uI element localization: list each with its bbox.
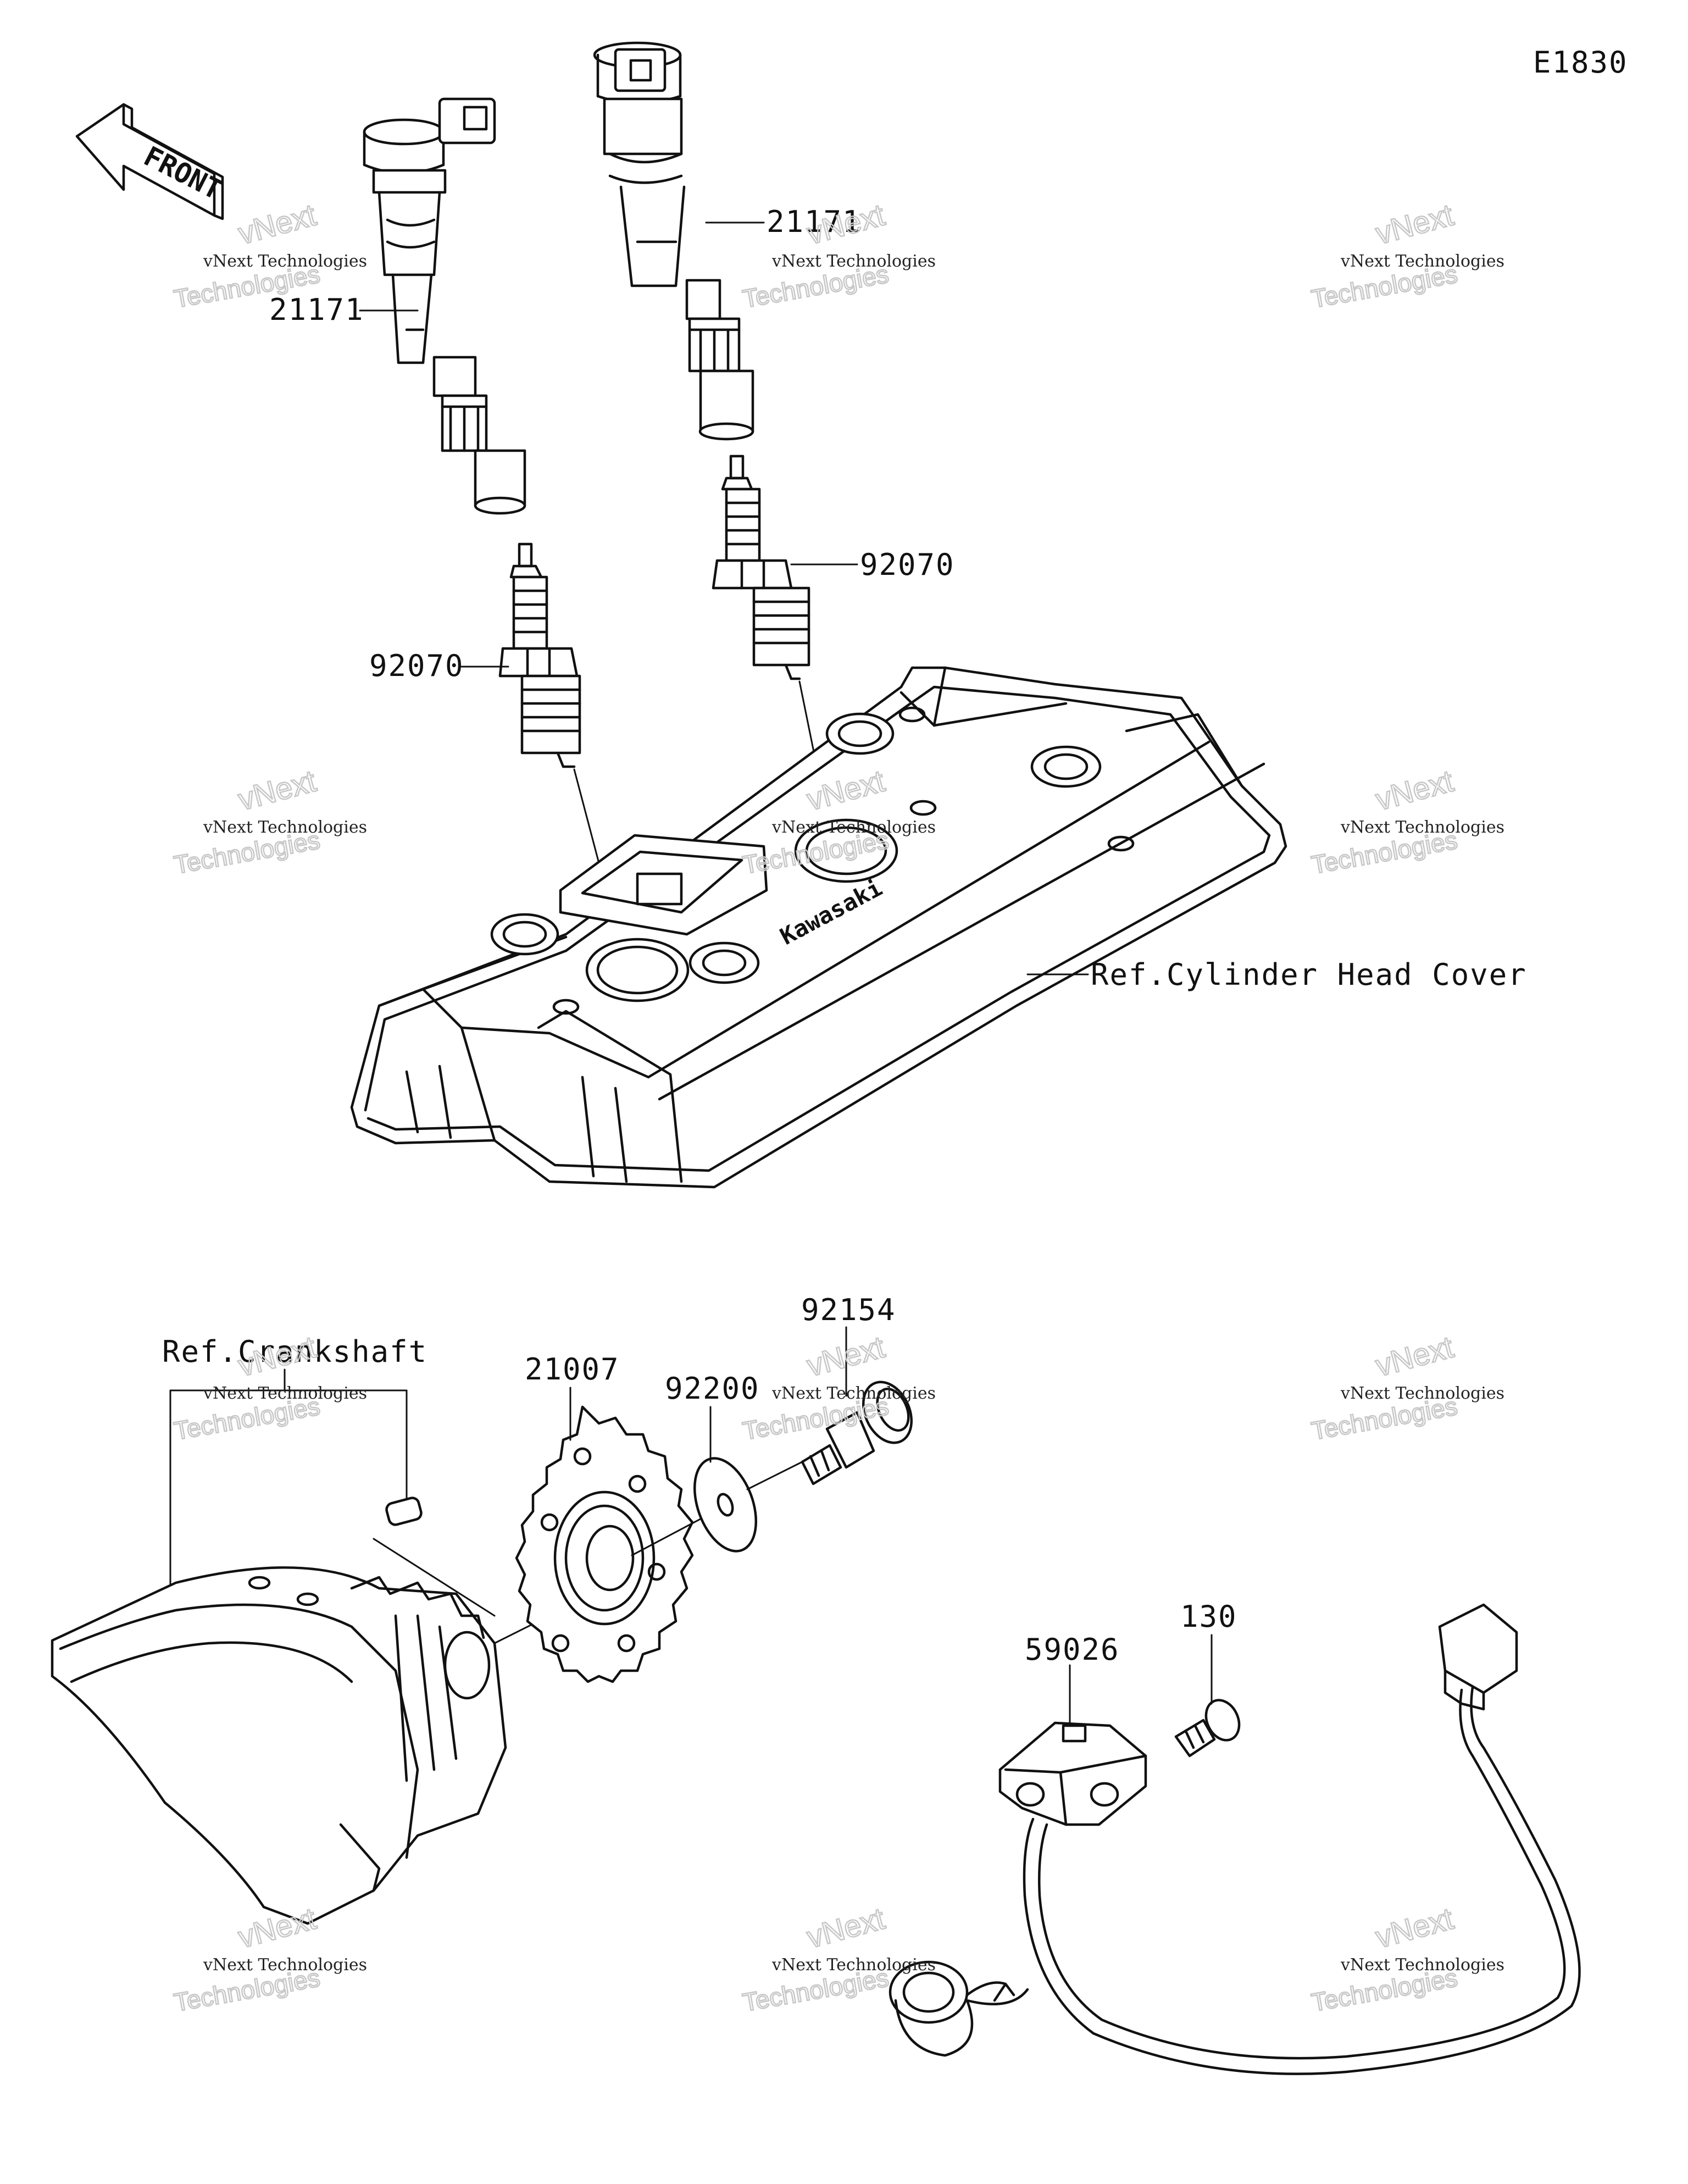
svg-text:vNext Technologies: vNext Technologies — [771, 1384, 936, 1403]
svg-text:vNext Technologies: vNext Technologies — [771, 818, 936, 837]
cylinder-head-cover: Kawasaki — [350, 666, 1287, 1189]
svg-text:vNext: vNext — [1372, 1329, 1457, 1383]
watermark-10: vNext vNext Technologies Technologies — [171, 1900, 367, 2017]
front-arrow-icon: FRONT — [75, 103, 227, 220]
svg-text:vNext Technologies: vNext Technologies — [203, 1955, 367, 1975]
svg-text:vNext Technologies: vNext Technologies — [1340, 1955, 1504, 1975]
crankshaft-sensor — [998, 1721, 1147, 1826]
svg-text:vNext: vNext — [1372, 1901, 1457, 1955]
svg-text:vNext Technologies: vNext Technologies — [1340, 1384, 1504, 1403]
watermark-12: vNext vNext Technologies Technologies — [1308, 1900, 1504, 2017]
label-coil-right: 21171 — [767, 204, 862, 239]
sensor-bolt — [1174, 1699, 1241, 1758]
rotor-bolt — [801, 1381, 913, 1485]
sensor-harness — [889, 1603, 1581, 2075]
svg-text:vNext Technologies: vNext Technologies — [1340, 252, 1504, 271]
svg-text:vNext Technologies: vNext Technologies — [771, 252, 936, 271]
svg-text:vNext: vNext — [1372, 763, 1457, 817]
watermark-3: vNext vNext Technologies Technologies — [1308, 196, 1504, 314]
label-rotor: 21007 — [525, 1352, 620, 1387]
leader-crankshaft — [169, 1368, 408, 1595]
label-sensor: 59026 — [1025, 1632, 1120, 1667]
front-label: FRONT — [139, 140, 227, 206]
svg-text:vNext: vNext — [235, 763, 320, 817]
svg-text:vNext: vNext — [803, 1901, 889, 1955]
label-washer: 92200 — [665, 1371, 760, 1406]
crankshaft — [51, 1566, 507, 1925]
ignition-coil-right — [593, 41, 754, 441]
svg-text:vNext Technologies: vNext Technologies — [203, 1384, 367, 1403]
dowel-pin — [385, 1496, 423, 1526]
washer — [693, 1457, 758, 1553]
svg-text:vNext Technologies: vNext Technologies — [203, 252, 367, 271]
label-sensor-bolt: 130 — [1180, 1599, 1237, 1634]
timing-rotor — [515, 1405, 694, 1683]
watermark-6: vNext vNext Technologies Technologies — [1308, 762, 1504, 880]
label-plug-right: 92070 — [860, 547, 955, 582]
svg-text:vNext Technologies: vNext Technologies — [771, 1955, 936, 1975]
svg-text:vNext Technologies: vNext Technologies — [1340, 818, 1504, 837]
label-coil-left: 21171 — [269, 292, 364, 327]
label-plug-left: 92070 — [369, 648, 464, 683]
watermark-4: vNext vNext Technologies Technologies — [171, 762, 367, 880]
diagram-code: E1830 — [1533, 45, 1628, 80]
svg-text:vNext: vNext — [1372, 197, 1457, 251]
label-head-cover: Ref.Cylinder Head Cover — [1091, 957, 1527, 992]
svg-text:vNext: vNext — [235, 197, 320, 251]
spark-plug-right — [712, 454, 810, 680]
label-crankshaft: Ref.Crankshaft — [162, 1334, 427, 1369]
ignition-coil-left — [363, 97, 526, 515]
watermark-9: vNext vNext Technologies Technologies — [1308, 1328, 1504, 1446]
spark-plug-left — [498, 542, 581, 768]
leader-dowel — [373, 1538, 496, 1617]
leader-washer-bolt — [746, 1461, 803, 1490]
label-bolt: 92154 — [801, 1293, 896, 1327]
svg-text:vNext Technologies: vNext Technologies — [203, 818, 367, 837]
